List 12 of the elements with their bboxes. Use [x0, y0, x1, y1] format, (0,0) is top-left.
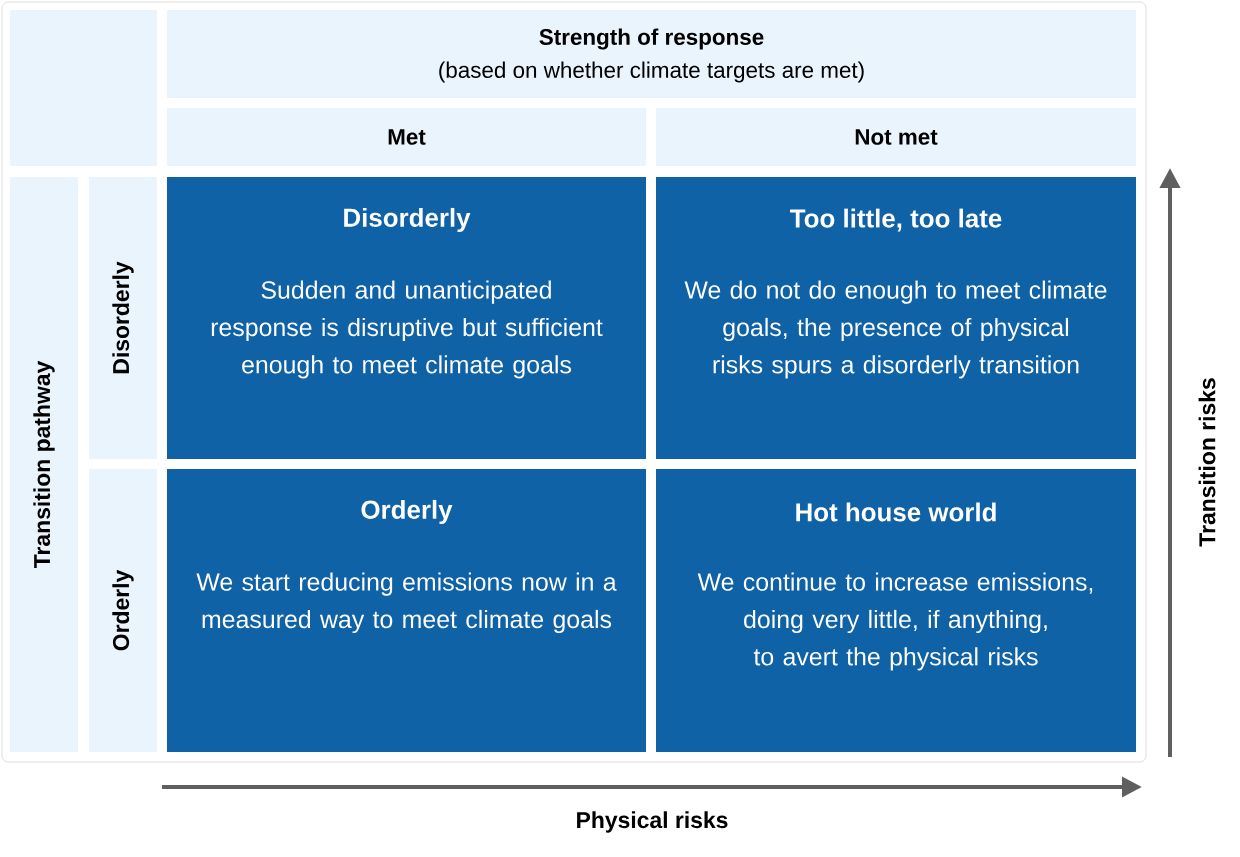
axis-label: Physical risks	[577, 811, 728, 833]
row-header-cell: Transition pathway	[10, 177, 78, 752]
scenario-box: Orderly We start reducing emissions now in a measured way to meet climate goals	[167, 469, 646, 752]
axis-label: Transition risks	[1198, 378, 1216, 547]
header-cell: Strength of response (based on whether climate targets are met)	[167, 10, 1136, 98]
scenario-box: Too little, too late We do not do enough to meet climate goals, the presence of physical risks spurs a disorderly transition	[656, 177, 1136, 459]
scenario-box: Hot house world We continue to increase emissions, doing very little, if anything, to avert the physical risks	[656, 469, 1136, 752]
row-header-cell: Disorderly	[89, 177, 157, 459]
header-cell: Met	[167, 108, 646, 166]
header-cell: Not met	[656, 108, 1136, 166]
row-header-cell: Orderly	[89, 469, 157, 752]
scenario-box: Disorderly Sudden and unanticipated response is disruptive but sufficient enough to meet climate goals	[167, 177, 646, 459]
